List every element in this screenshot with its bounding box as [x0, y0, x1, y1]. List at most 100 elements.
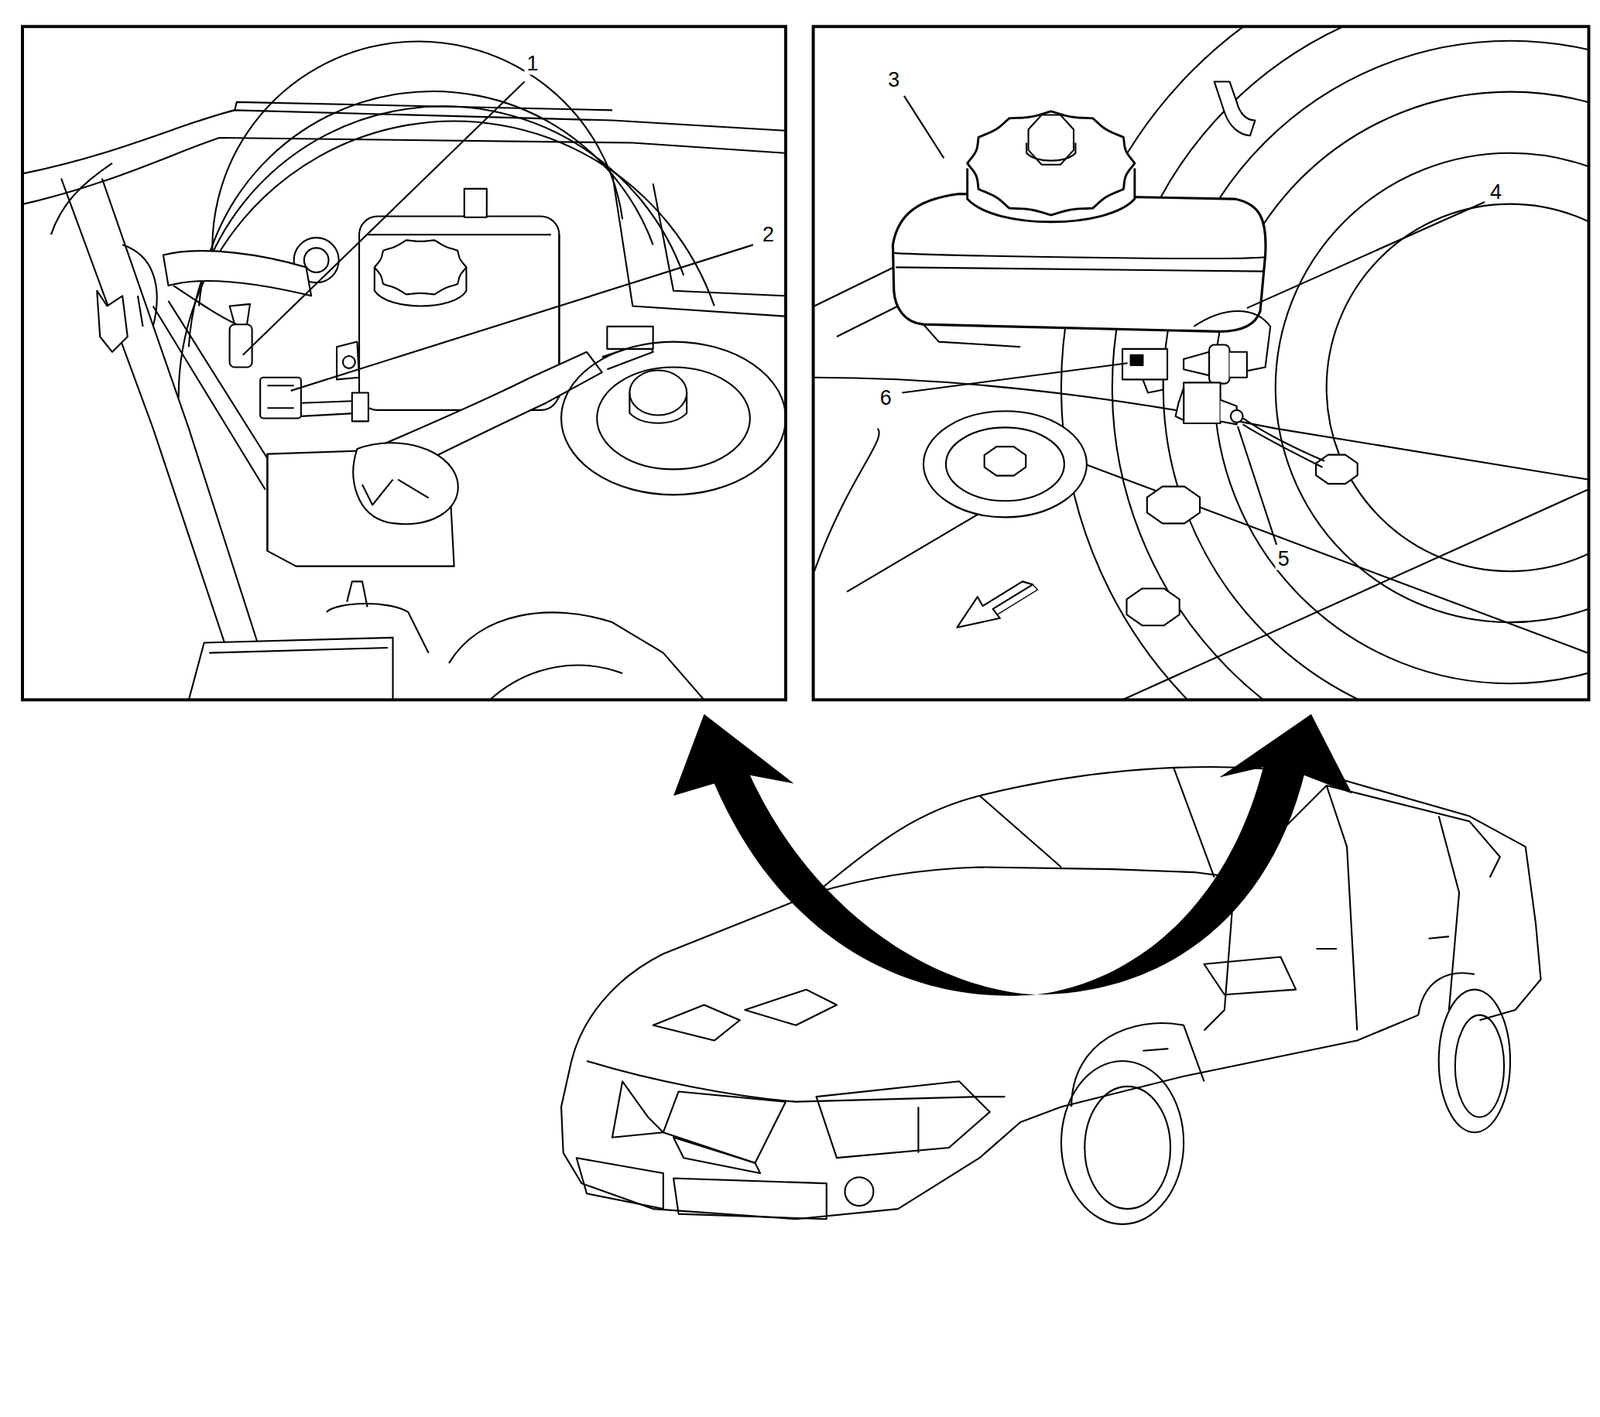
sensor-detail-view-part-part — [967, 111, 1135, 216]
sensor-detail-view-part-part — [1028, 114, 1074, 165]
sensor-detail-view-part — [945, 427, 1065, 501]
sensor-detail-view-part-part — [1026, 143, 1076, 162]
sensor-detail-view-part — [1175, 387, 1185, 421]
engine-bay-view-part — [448, 612, 705, 699]
sensor-detail-view-part — [836, 305, 898, 337]
engine-bay-view-part-part — [374, 267, 467, 306]
sensor-detail-view-part — [997, 581, 1038, 614]
sensor-detail-view-part — [1209, 345, 1230, 384]
sensor-detail-view-part — [1214, 81, 1256, 136]
engine-bay-view — [23, 41, 785, 699]
engine-bay-view-part — [596, 367, 751, 470]
view-arrow — [673, 714, 1353, 997]
sensor-detail-view-part — [1183, 382, 1220, 424]
engine-bay-view-part — [352, 442, 458, 525]
sensor-detail-view-part — [1122, 489, 1588, 699]
vehicle-outline-part — [1479, 923, 1541, 1021]
vehicle-outline-part — [673, 1178, 827, 1220]
vehicle-outline-part — [845, 1177, 874, 1206]
engine-bay-view-part — [229, 324, 253, 367]
vehicle-outline — [561, 767, 1541, 1225]
detail-frame — [813, 26, 1590, 700]
engine-bay-view-part — [137, 295, 144, 327]
sensor-detail-view-part-part — [1112, 27, 1588, 699]
leader-line-part — [904, 95, 944, 158]
engine-bay-view-part — [229, 304, 251, 325]
engine-bay-view-part — [301, 400, 358, 417]
sensor-detail-view-part-part — [1127, 588, 1180, 626]
sensor-detail-view-part-part — [1275, 153, 1588, 623]
callout-number: 5 — [1275, 548, 1292, 571]
sensor-detail-view-part-part — [1214, 92, 1588, 685]
detail-frame — [22, 26, 786, 700]
engine-bay-view-part — [304, 247, 329, 273]
sensor-detail-view-part — [1183, 352, 1210, 376]
vehicle-outline-part — [1061, 1061, 1184, 1225]
view-arrow-part — [1035, 714, 1353, 996]
sensor-detail-view-part-part — [1315, 455, 1358, 485]
vehicle-outline-part — [586, 1061, 1005, 1103]
callout-number: 3 — [885, 68, 902, 91]
engine-bay-view-part — [153, 305, 266, 490]
leader-line-part — [1247, 202, 1485, 309]
leader-line-part — [1237, 426, 1277, 545]
engine-bay-view-part — [23, 109, 785, 174]
callout-number: 1 — [524, 51, 542, 75]
leader-line-part — [291, 244, 754, 391]
vehicle-outline-part — [1326, 785, 1358, 1031]
sensor-detail-view-part — [1243, 417, 1325, 461]
vehicle-outline-part — [561, 1015, 1419, 1220]
engine-bay-view-part — [374, 239, 467, 306]
vehicle-outline-part — [1316, 936, 1450, 950]
vehicle-outline-part — [917, 1106, 919, 1153]
vehicle-outline-part — [612, 1081, 664, 1138]
engine-bay-view-part — [122, 244, 157, 326]
engine-bay-view-part — [96, 291, 128, 353]
engine-bay-view-part — [367, 233, 552, 236]
sensor-detail-view-part — [957, 581, 1034, 627]
sensor-detail-view-part-part — [1061, 27, 1588, 699]
sensor-detail-view-part — [895, 267, 1264, 271]
sensor-detail-view-part — [1122, 349, 1168, 381]
vehicle-outline-part — [1142, 1048, 1169, 1052]
engine-bay-view-part-part — [374, 239, 467, 295]
engine-bay-view-part — [326, 603, 429, 654]
engine-bay-view-part — [102, 178, 268, 674]
engine-bay-view-part — [188, 637, 394, 699]
sensor-detail-view-part — [984, 446, 1358, 626]
vehicle-outline-part — [1438, 990, 1511, 1134]
engine-bay-view-part — [489, 665, 623, 699]
engine-bay-view-part — [629, 393, 687, 424]
engine-bay-view-part — [612, 173, 785, 317]
sensor-detail-view-part-part — [1163, 41, 1588, 699]
sensor-detail-view-part — [1230, 410, 1244, 423]
engine-bay-view-part — [629, 370, 687, 416]
sensor-detail-view-part — [1061, 27, 1588, 699]
vehicle-outline-part — [576, 1158, 664, 1210]
view-arrow-part — [673, 714, 1036, 997]
sensor-detail-view-part — [1243, 424, 1323, 467]
sensor-detail-view-part — [894, 253, 1266, 259]
engine-bay-view-part — [561, 342, 785, 496]
sensor-detail-view-part-part — [1326, 204, 1588, 573]
engine-bay-view-part — [260, 377, 302, 419]
engine-bay-view-part — [397, 479, 429, 499]
callout-number: 4 — [1487, 180, 1505, 203]
vehicle-outline-part — [1418, 973, 1475, 1015]
vehicle-outline-part — [1084, 1086, 1171, 1210]
engine-bay-view-part — [266, 454, 268, 552]
sensor-detail-view-part — [923, 411, 1087, 518]
engine-bay-view-part — [163, 250, 312, 296]
sensor-detail-view-part — [1229, 352, 1247, 378]
engine-bay-view-part — [267, 385, 294, 408]
vehicle-outline-part — [673, 1137, 761, 1174]
vehicle-outline-part — [979, 767, 1215, 878]
engine-bay-view-part — [342, 356, 356, 369]
callout-number: 6 — [877, 387, 895, 410]
vehicle-outline-part — [816, 1081, 991, 1159]
engine-bay-view-part — [336, 342, 360, 381]
callout-number: 2 — [760, 223, 777, 247]
vehicle-outline-part — [1455, 1015, 1505, 1118]
